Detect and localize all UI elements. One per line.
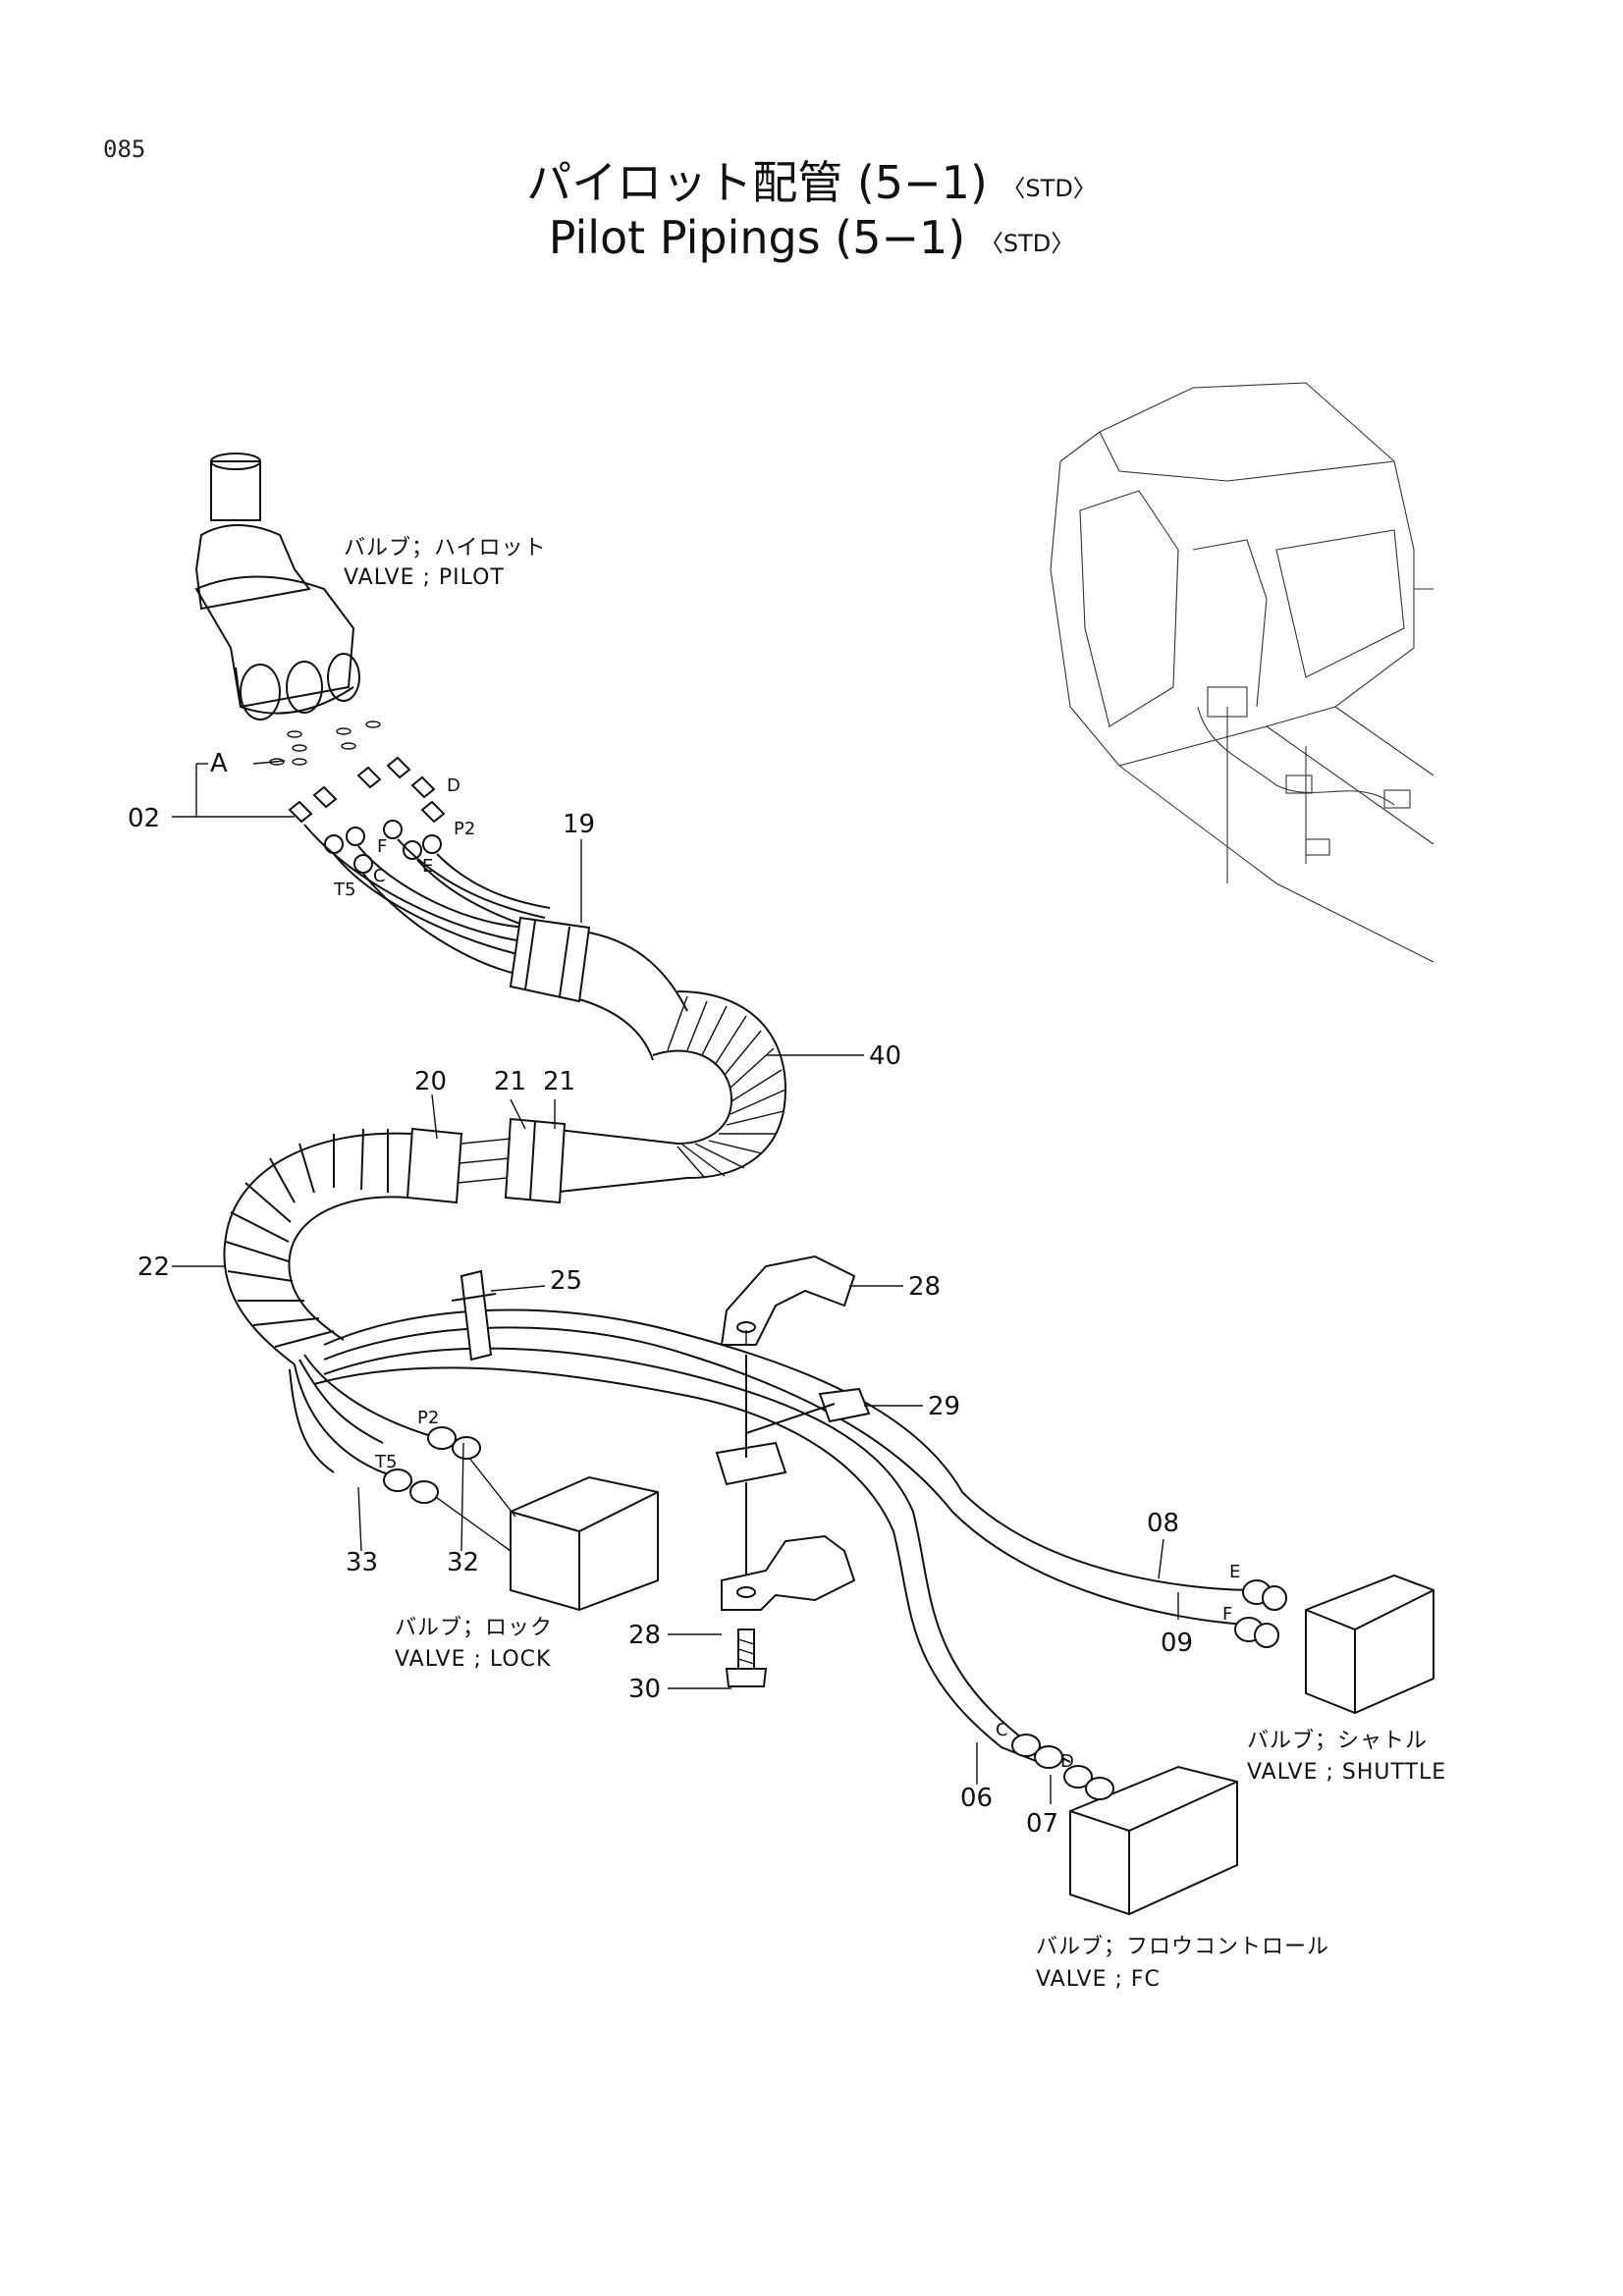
port-labels: A D P2 F E C T5 P2 T5 E F C D: [210, 749, 1240, 1772]
fc-valve-label-jp: バルブ；フロウコントロール: [1036, 1935, 1329, 1959]
lock-fittings: [383, 1426, 481, 1504]
label-part-29: 29: [928, 1392, 960, 1421]
hose-fittings-top: [288, 756, 446, 874]
port-label-f-shuttle: F: [1222, 1604, 1232, 1625]
fc-valve-label-en: VALVE ; FC: [1036, 1967, 1161, 1992]
port-label-t5-top: T5: [333, 880, 355, 900]
port-label-d-fc: D: [1060, 1751, 1074, 1772]
port-label-t5-lower: T5: [374, 1452, 397, 1472]
pilot-valve-label-en: VALVE ; PILOT: [344, 565, 505, 590]
title-suffix-std-en: 〈STD〉: [979, 230, 1075, 257]
port-label-p2-lower: P2: [417, 1408, 439, 1428]
corrugation-rings: [667, 995, 786, 1179]
excavator-cab-inset: [1050, 382, 1434, 963]
lock-valve-label-en: VALVE ; LOCK: [395, 1647, 551, 1672]
label-part-19: 19: [563, 810, 595, 839]
hose-bundle: [223, 756, 1258, 1768]
label-part-06: 06: [960, 1784, 993, 1813]
valve-labels: バルブ；ハイロット VALVE ; PILOT バルブ；ロック VALVE ; …: [344, 536, 1446, 1992]
lock-valve-label-jp: バルブ；ロック: [395, 1616, 553, 1640]
spiral-wrap: [225, 1128, 389, 1348]
port-label-e-shuttle: E: [1229, 1562, 1240, 1582]
clamp-28-lower: [721, 1482, 856, 1611]
pilot-valve-drawing: [194, 453, 381, 766]
label-part-08: 08: [1147, 1509, 1179, 1538]
title-suffix-std: 〈STD〉: [1001, 175, 1097, 202]
label-part-02: 02: [128, 804, 160, 833]
leader-lines: [172, 760, 1179, 1804]
label-part-21-left: 21: [494, 1067, 526, 1096]
label-part-30: 30: [628, 1675, 661, 1704]
port-label-p2-top: P2: [454, 819, 475, 839]
label-part-25: 25: [550, 1266, 582, 1296]
fc-valve-box: [1069, 1765, 1238, 1916]
label-part-22: 22: [137, 1253, 170, 1282]
lock-valve-box: [421, 1447, 659, 1612]
port-label-c-fc: C: [996, 1720, 1008, 1740]
page-title-english: Pilot Pipings (5−1) 〈STD〉: [0, 211, 1623, 264]
shuttle-valve-box: [1305, 1574, 1434, 1715]
page-title-japanese: パイロット配管 (5−1) 〈STD〉: [0, 147, 1623, 212]
port-label-e-top: E: [422, 856, 433, 877]
shuttle-valve-label-en: VALVE ; SHUTTLE: [1247, 1760, 1446, 1785]
port-label-f-top: F: [377, 836, 387, 857]
title-japanese-text: パイロット配管 (5−1): [526, 156, 988, 209]
clamp-25: [451, 1269, 497, 1362]
shuttle-fittings: [1234, 1579, 1287, 1648]
label-part-28-lower: 28: [628, 1621, 661, 1650]
title-english-text: Pilot Pipings (5−1): [548, 211, 966, 264]
label-part-32: 32: [447, 1548, 479, 1577]
label-part-33: 33: [346, 1548, 378, 1577]
page-number: 085: [103, 135, 146, 163]
plate-29: [715, 1355, 871, 1486]
port-label-c-top: C: [373, 866, 386, 886]
pilot-valve-label-jp: バルブ；ハイロット: [344, 536, 547, 561]
part-number-labels: 02 19 40 20 21 21 22 25 28 29 33 32 28 3…: [128, 804, 1193, 1839]
label-part-21-right: 21: [543, 1067, 575, 1096]
clamp-28-upper: [720, 1255, 856, 1346]
bolt-30: [725, 1629, 768, 1687]
label-part-28-upper: 28: [908, 1272, 941, 1302]
fc-fittings: [1011, 1734, 1114, 1800]
label-part-09: 09: [1161, 1629, 1193, 1658]
label-part-20: 20: [414, 1067, 447, 1096]
label-part-40: 40: [869, 1041, 901, 1071]
shuttle-valve-label-jp: バルブ；シャトル: [1247, 1729, 1428, 1753]
port-label-a: A: [210, 749, 228, 778]
label-part-07: 07: [1026, 1809, 1058, 1839]
port-label-d: D: [447, 775, 460, 796]
